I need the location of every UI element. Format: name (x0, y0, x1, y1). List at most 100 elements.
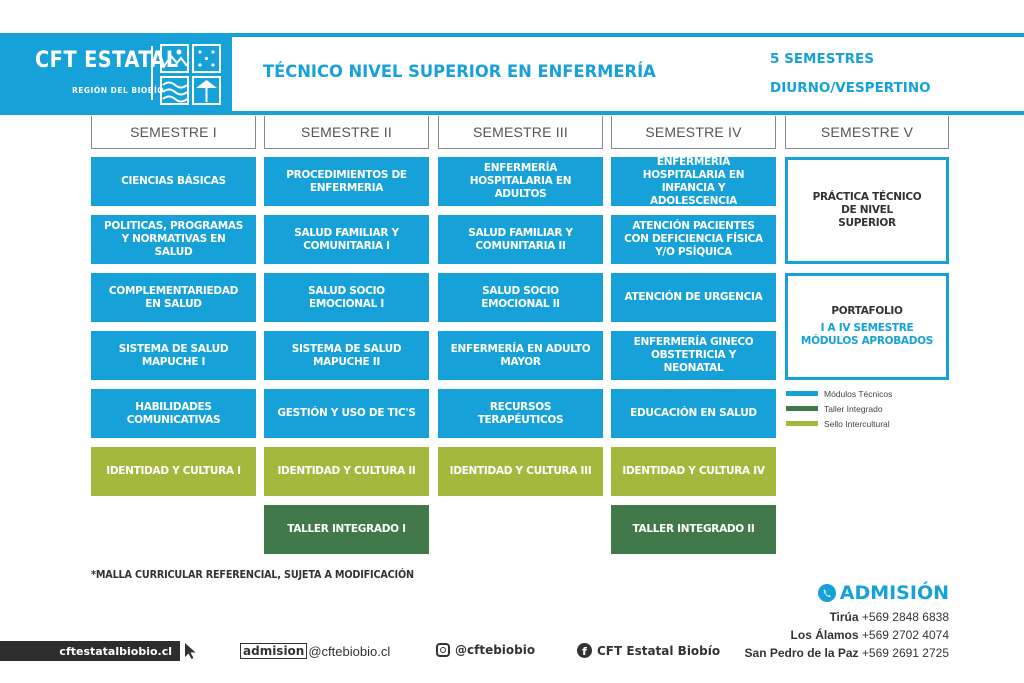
contact-city: San Pedro de la Paz (744, 646, 859, 660)
contact-san-pedro: San Pedro de la Paz +569 2691 2725 (745, 646, 949, 660)
module-box: IDENTIDAD Y CULTURA I (91, 447, 256, 496)
semester-header-4: SEMESTRE IV (611, 116, 776, 149)
module-label: ENFERMERÍA HOSPITALARIA EN INFANCIA Y AD… (642, 155, 745, 207)
legend-swatch (786, 391, 818, 396)
semester-header-1: SEMESTRE I (91, 116, 256, 149)
semesters-count: 5 SEMESTRES (770, 51, 874, 67)
contact-phone[interactable]: +569 2848 6838 (861, 610, 949, 624)
module-label: ATENCIÓN PACIENTES CON DEFICIENCIA FÍSIC… (624, 220, 763, 258)
email-user: admision (240, 643, 308, 659)
module-box: TALLER INTEGRADO II (611, 505, 776, 554)
website-link[interactable]: cftestatalbiobio.cl (0, 641, 180, 661)
practica-box: PRÁCTICA TÉCNICO DE NIVEL SUPERIOR (785, 157, 949, 264)
module-label: POLITICAS, PROGRAMAS Y NORMATIVAS EN SAL… (103, 220, 243, 258)
semester-header-5: SEMESTRE V (785, 116, 949, 149)
semester-header-3: SEMESTRE III (438, 116, 603, 149)
module-label: HABILIDADES COMUNICATIVAS (126, 400, 221, 426)
module-box: GESTIÓN Y USO DE TIC'S (264, 389, 429, 438)
legend-item: Taller Integrado (786, 401, 892, 416)
module-label: ENFERMERÍA HOSPITALARIA EN ADULTOS (469, 162, 572, 200)
legend-item: Módulos Técnicos (786, 386, 892, 401)
module-box: TALLER INTEGRADO I (264, 505, 429, 554)
logo-emblem-icon (160, 44, 222, 111)
module-label: TALLER INTEGRADO I (287, 523, 406, 535)
portafolio-box: PORTAFOLIO I A IV SEMESTRE MÓDULOS APROB… (785, 273, 949, 380)
admission-label: ADMISIÓN (839, 582, 949, 604)
instagram-link[interactable]: @cftebiobio (436, 643, 535, 657)
career-title: TÉCNICO NIVEL SUPERIOR EN ENFERMERÍA (263, 62, 656, 82)
legend-label: Sello Intercultural (824, 418, 890, 429)
module-box: ENFERMERÍA EN ADULTO MAYOR (438, 331, 603, 380)
module-label: ENFERMERÍA EN ADULTO MAYOR (450, 342, 591, 368)
module-box: IDENTIDAD Y CULTURA II (264, 447, 429, 496)
module-label: COMPLEMENTARIEDAD EN SALUD (108, 284, 239, 310)
legend: Módulos Técnicos Taller Integrado Sello … (786, 386, 892, 431)
module-label: IDENTIDAD Y CULTURA III (449, 465, 592, 477)
module-box: IDENTIDAD Y CULTURA III (438, 447, 603, 496)
module-label: SALUD FAMILIAR Y COMUNITARIA II (468, 226, 573, 252)
module-box: ENFERMERÍA GINECO OBSTETRICIA Y NEONATAL (611, 331, 776, 380)
email-link[interactable]: admision@cftebiobio.cl (240, 643, 390, 659)
module-box: ATENCIÓN PACIENTES CON DEFICIENCIA FÍSIC… (611, 215, 776, 264)
contact-city: Los Álamos (790, 628, 859, 642)
module-box: SISTEMA DE SALUD MAPUCHE II (264, 331, 429, 380)
module-box: IDENTIDAD Y CULTURA IV (611, 447, 776, 496)
whatsapp-icon (817, 584, 836, 602)
module-box: RECURSOS TERAPÉUTICOS (438, 389, 603, 438)
module-label: RECURSOS TERAPÉUTICOS (477, 400, 564, 426)
header-title-panel (232, 37, 1024, 111)
module-label: SALUD FAMILIAR Y COMUNITARIA I (294, 226, 399, 252)
module-box: EDUCACIÓN EN SALUD (611, 389, 776, 438)
module-box: POLITICAS, PROGRAMAS Y NORMATIVAS EN SAL… (91, 215, 256, 264)
module-box: ENFERMERÍA HOSPITALARIA EN ADULTOS (438, 157, 603, 206)
module-box: SALUD SOCIO EMOCIONAL I (264, 273, 429, 322)
legend-swatch (786, 406, 818, 411)
module-box: ENFERMERÍA HOSPITALARIA EN INFANCIA Y AD… (611, 155, 776, 207)
contact-los-alamos: Los Álamos +569 2702 4074 (791, 628, 949, 642)
disclaimer-note: *MALLA CURRICULAR REFERENCIAL, SUJETA A … (91, 569, 414, 581)
portafolio-detail-2: MÓDULOS APROBADOS (800, 335, 934, 347)
module-label: SISTEMA DE SALUD MAPUCHE II (291, 342, 402, 368)
semester-header-2: SEMESTRE II (264, 116, 429, 149)
instagram-handle: @cftebiobio (455, 643, 536, 657)
legend-label: Taller Integrado (824, 403, 883, 414)
logo-wordmark: CFT ESTATAL (35, 48, 179, 73)
contact-tirua: Tirúa +569 2848 6838 (829, 610, 949, 624)
schedule-label: DIURNO/VESPERTINO (770, 80, 931, 96)
module-label: TALLER INTEGRADO II (632, 523, 755, 535)
instagram-icon (436, 643, 450, 657)
module-label: PROCEDIMIENTOS DE ENFERMERIA (286, 168, 407, 194)
module-box: HABILIDADES COMUNICATIVAS (91, 389, 256, 438)
contact-phone[interactable]: +569 2691 2725 (861, 646, 949, 660)
practica-label: PRÁCTICA TÉCNICO DE NIVEL SUPERIOR (812, 191, 922, 229)
module-label: IDENTIDAD Y CULTURA I (106, 465, 241, 477)
portafolio-detail-1: I A IV SEMESTRE (820, 322, 914, 334)
module-box: PROCEDIMIENTOS DE ENFERMERIA (264, 157, 429, 206)
module-box: COMPLEMENTARIEDAD EN SALUD (91, 273, 256, 322)
module-label: CIENCIAS BÁSICAS (121, 175, 226, 187)
module-label: GESTIÓN Y USO DE TIC'S (277, 407, 416, 419)
module-box: SALUD FAMILIAR Y COMUNITARIA II (438, 215, 603, 264)
module-label: IDENTIDAD Y CULTURA IV (622, 465, 765, 477)
admission-title: ADMISIÓN (817, 582, 949, 604)
module-box: ATENCIÓN DE URGENCIA (611, 273, 776, 322)
module-box: CIENCIAS BÁSICAS (91, 157, 256, 206)
module-box: SISTEMA DE SALUD MAPUCHE I (91, 331, 256, 380)
logo-subtitle: REGIÓN DEL BIOBÍO (72, 86, 165, 95)
logo-divider (151, 46, 153, 100)
module-label: SALUD SOCIO EMOCIONAL I (308, 284, 385, 310)
facebook-link[interactable]: f CFT Estatal Biobío (577, 643, 720, 658)
cursor-icon (183, 642, 199, 665)
module-label: ENFERMERÍA GINECO OBSTETRICIA Y NEONATAL (633, 336, 754, 374)
email-domain: @cftebiobio.cl (308, 643, 391, 659)
contact-city: Tirúa (829, 610, 859, 624)
module-box: SALUD SOCIO EMOCIONAL II (438, 273, 603, 322)
facebook-icon: f (577, 643, 592, 658)
facebook-name: CFT Estatal Biobío (597, 643, 721, 658)
module-label: SALUD SOCIO EMOCIONAL II (481, 284, 560, 310)
legend-item: Sello Intercultural (786, 416, 892, 431)
contact-phone[interactable]: +569 2702 4074 (861, 628, 949, 642)
legend-swatch (786, 421, 818, 426)
module-label: IDENTIDAD Y CULTURA II (277, 465, 416, 477)
module-label: ATENCIÓN DE URGENCIA (624, 291, 763, 303)
